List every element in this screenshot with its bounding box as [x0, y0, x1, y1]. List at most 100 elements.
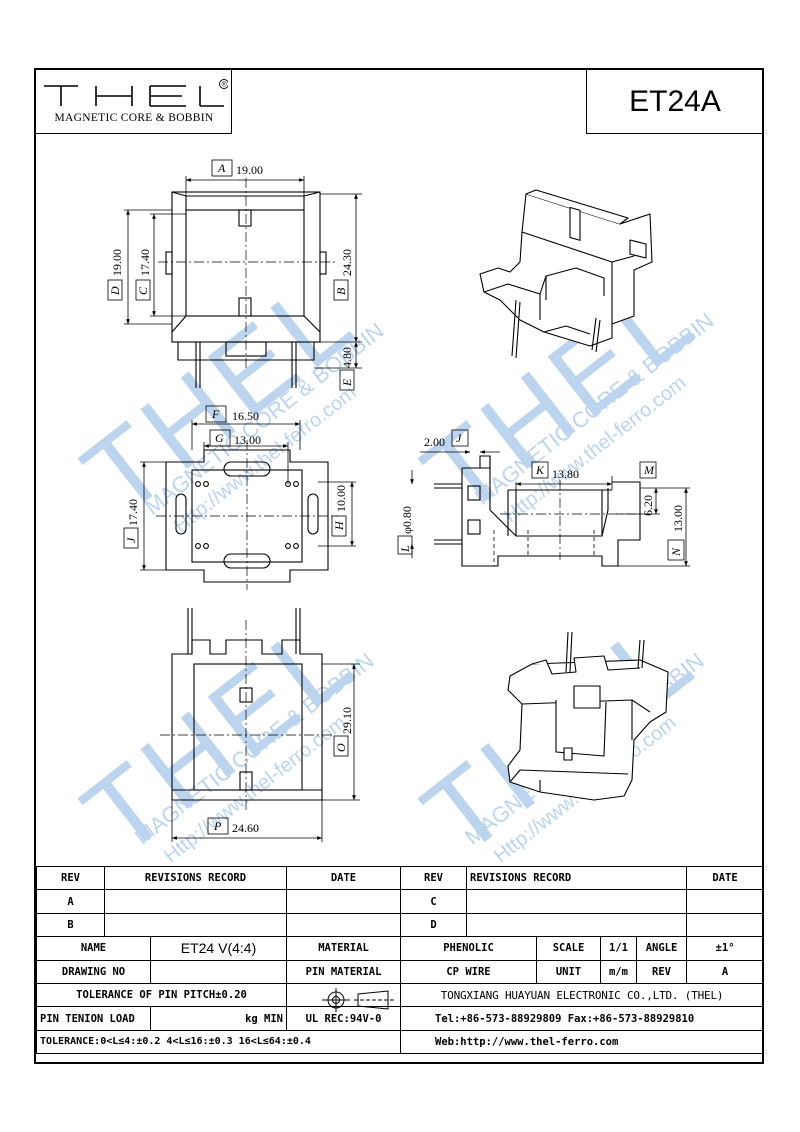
logo-subtitle: MAGNETIC CORE & BOBBIN: [54, 112, 214, 124]
ul-rec: UL REC:94V-0: [286, 1006, 401, 1031]
top-view-labels: A 19.00 D 19.00 C 17.40 B 24.30 4.80 E: [108, 161, 354, 387]
tel-fax: Tel:+86-573-88929809 Fax:+86-573-8892981…: [399, 1006, 765, 1031]
drawing-no-value: [150, 959, 287, 984]
scale-label: SCALE: [536, 936, 601, 961]
name-value: ET24 V(4:4): [150, 936, 287, 961]
dim-value-d: 19.00: [110, 249, 124, 276]
angle-label: ANGLE: [635, 936, 688, 961]
scale-value: 1/1: [600, 936, 637, 961]
top-view: [158, 178, 336, 388]
material-value: PHENOLIC: [400, 936, 537, 961]
rev-d: D: [400, 912, 467, 938]
material-label: MATERIAL: [286, 936, 401, 961]
pitch-tolerance: TOLERANCE OF PIN PITCH±0.20: [36, 982, 287, 1008]
pin-material-label: PIN MATERIAL: [286, 959, 401, 984]
rev-label: REV: [635, 959, 688, 984]
revision-header-row: REV REVISIONS RECORD DATE REV REVISIONS …: [36, 865, 765, 891]
pin-tension-label: PIN TENION LOAD: [36, 1006, 151, 1031]
general-tolerance: TOLERANCE:0<L≤4:±0.2 4<L≤16:±0.3 16<L≤64…: [36, 1029, 401, 1055]
name-label: NAME: [36, 936, 151, 961]
bottom-view-dimensions: [123, 405, 356, 571]
bottom-view: [156, 440, 338, 590]
dim-value-c: 17.40: [138, 249, 152, 276]
rev-b: B: [36, 912, 105, 938]
dim-letter-e: E: [340, 378, 354, 387]
dim-value-p: 24.60: [232, 821, 259, 835]
title-block: REV REVISIONS RECORD DATE REV REVISIONS …: [36, 865, 765, 1055]
unit-label: UNIT: [536, 959, 601, 984]
dim-letter-d: D: [108, 286, 122, 296]
name-row: NAME ET24 V(4:4) MATERIAL PHENOLIC SCALE…: [36, 936, 765, 961]
website: Web:http://www.thel-ferro.com: [399, 1029, 765, 1055]
rev-c-date: [686, 889, 765, 914]
dim-letter-f: F: [211, 407, 220, 421]
dim-letter-h: H: [332, 520, 346, 531]
drawing-code: ET24A: [586, 70, 763, 134]
dim-value-j: 17.40: [126, 499, 140, 526]
dim-letter-o: O: [334, 743, 348, 752]
drawing-no-row: DRAWING NO PIN MATERIAL CP WIRE UNIT m/m…: [36, 959, 765, 984]
revisions-record-header: REVISIONS RECORD: [104, 865, 287, 891]
registered-mark: ®: [222, 81, 228, 89]
rev-a-date: [286, 889, 401, 914]
dim-value-f: 16.50: [232, 409, 259, 423]
pin-material-value: CP WIRE: [400, 959, 537, 984]
rev-c: C: [400, 889, 467, 914]
bottom-view-labels: F 16.50 G 13.00 J 17.40 H 10.00: [124, 407, 348, 543]
isometric-view-top: [479, 189, 653, 359]
unit-value: m/m: [600, 959, 637, 984]
dim-value-b: 24.30: [340, 249, 354, 276]
dim-value-e: 4.80: [340, 347, 354, 368]
rev-d-record: [465, 912, 688, 938]
front-view-labels: O 29.10 P 24.60: [213, 707, 354, 835]
rev-header: REV: [36, 865, 105, 891]
pin-tension-unit: kg MIN: [150, 1006, 287, 1031]
side-view-labels: 2.00 J K 13.80 L φ0.80 M 6.20 13.00 N: [398, 431, 685, 557]
dim-value-m: 6.20: [641, 495, 655, 516]
rev-a-record: [104, 889, 287, 914]
dim-letter-n: N: [669, 547, 683, 557]
dim-letter-j: J: [124, 537, 138, 543]
rev-header-2: REV: [400, 865, 467, 891]
dim-letter-a: A: [217, 161, 226, 175]
date-header-2: DATE: [686, 865, 765, 891]
dim-letter-j2: J: [456, 431, 462, 445]
dim-value-n: 13.00: [671, 505, 685, 532]
revision-row-b: B D: [36, 912, 765, 938]
side-view-dimensions: [397, 429, 690, 567]
dim-letter-b: B: [334, 287, 348, 295]
front-view: [160, 608, 334, 812]
pitch-row: TOLERANCE OF PIN PITCH±0.20 TONGXIANG HU…: [36, 982, 765, 1008]
company-logo: ® MAGNETIC CORE & BOBBIN: [36, 70, 232, 134]
revision-row-a: A C: [36, 889, 765, 914]
dim-value-j2: 2.00: [424, 435, 445, 449]
drawing-frame: [34, 68, 764, 1064]
rev-c-record: [465, 889, 688, 914]
dim-letter-k: K: [535, 463, 545, 477]
dim-value-h: 10.00: [334, 485, 348, 512]
thel-logo-icon: ®: [44, 79, 228, 107]
side-view: [434, 455, 650, 567]
pin-tension-row: PIN TENION LOAD kg MIN UL REC:94V-0 Tel:…: [36, 1006, 765, 1031]
front-view-dimensions: [171, 663, 360, 842]
rev-b-date: [286, 912, 401, 938]
angle-value: ±1°: [686, 936, 765, 961]
dim-value-o: 29.10: [340, 707, 354, 734]
dim-value-g: 13.00: [234, 433, 261, 447]
dim-letter-g: G: [215, 431, 224, 445]
rev-d-date: [686, 912, 765, 938]
revisions-record-header-2: REVISIONS RECORD: [465, 865, 688, 891]
top-view-dimensions: [107, 159, 362, 391]
dim-value-l: φ0.80: [400, 506, 414, 534]
tolerance-row: TOLERANCE:0<L≤4:±0.2 4<L≤16:±0.3 16<L≤64…: [36, 1029, 765, 1055]
rev-a: A: [36, 889, 105, 914]
rev-value: A: [686, 959, 765, 984]
dim-value-k: 13.80: [552, 467, 579, 481]
dim-value-a: 19.00: [236, 163, 263, 177]
dim-letter-c: C: [136, 286, 150, 295]
dim-letter-l: L: [398, 545, 412, 553]
dim-letter-m: M: [643, 463, 655, 477]
date-header: DATE: [286, 865, 401, 891]
drawing-no-label: DRAWING NO: [36, 959, 151, 984]
